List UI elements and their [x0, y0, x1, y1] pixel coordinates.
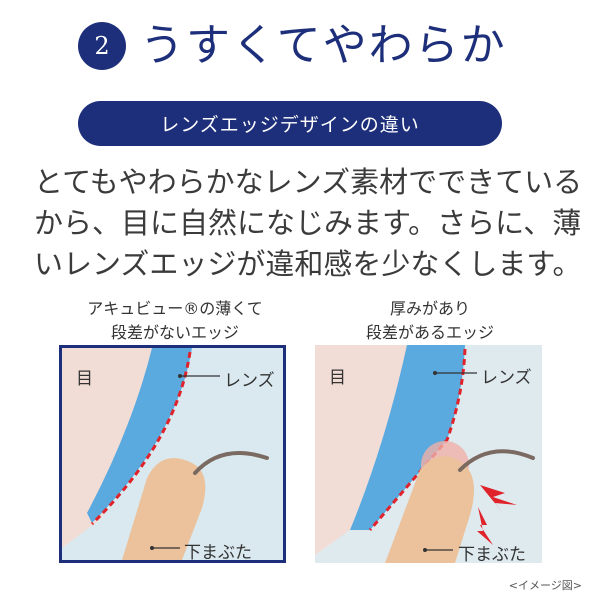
description-line-3: いレンズエッジが違和感を少なくします。 — [34, 247, 582, 281]
thick-edge-diagram: 目 レンズ 下まぶた — [315, 345, 542, 563]
image-note: <イメージ図> — [508, 579, 582, 592]
eye-surface — [315, 345, 407, 555]
lens-leader-dot — [433, 371, 437, 375]
lid-leader-dot — [150, 546, 154, 550]
thin-edge-diagram: 目 レンズ 下まぶた — [59, 345, 286, 563]
section-number-badge: 2 — [78, 22, 126, 70]
eyelash — [193, 451, 269, 475]
left-lens-label: レンズ — [224, 371, 275, 391]
right-caption-line-2: 段差があるエッジ — [365, 323, 494, 342]
eyelash — [458, 449, 535, 472]
description-line-1: とてもやわらかなレンズ素材でできている — [34, 165, 583, 199]
left-caption: アキュビュー®の薄くて 段差がないエッジ — [40, 297, 310, 345]
lower-eyelid-shape — [385, 456, 474, 563]
left-caption-line-1: アキュビュー®の薄くて — [87, 299, 263, 318]
thick-edge-illustration — [315, 345, 542, 563]
right-lens-label: レンズ — [481, 368, 532, 388]
lid-leader-dot — [423, 548, 427, 552]
lens-shape — [87, 348, 192, 523]
right-eye-label: 目 — [329, 368, 346, 388]
left-lid-label: 下まぶた — [184, 543, 252, 563]
section-heading: 2 うすくてやわらか — [78, 14, 507, 78]
lens-shape — [350, 345, 465, 530]
eye-surface — [62, 348, 152, 548]
subheading-banner: レンズエッジデザインの違い — [78, 101, 502, 146]
lens-leader-dot — [178, 374, 182, 378]
section-title: うすくてやわらか — [140, 20, 507, 71]
right-lid-label: 下まぶた — [458, 545, 526, 563]
lens-edge-dashed-line — [368, 348, 467, 531]
irritation-bolt-lower — [477, 507, 493, 545]
irritation-bolt-upper — [480, 485, 517, 513]
left-eye-label: 目 — [76, 369, 93, 389]
description-line-2: から、目に自然になじみます。さらに、薄 — [34, 206, 582, 240]
right-caption-line-1: 厚みがあり — [389, 299, 470, 318]
left-caption-line-2: 段差がないエッジ — [110, 323, 239, 342]
lower-eyelid-shape — [122, 458, 206, 560]
thin-edge-illustration — [62, 348, 283, 560]
right-caption: 厚みがあり 段差があるエッジ — [295, 297, 565, 345]
lens-edge-dashed-line — [90, 351, 192, 526]
description-text: とてもやわらかなレンズ素材でできている から、目に自然になじみます。さらに、薄 … — [34, 162, 583, 285]
